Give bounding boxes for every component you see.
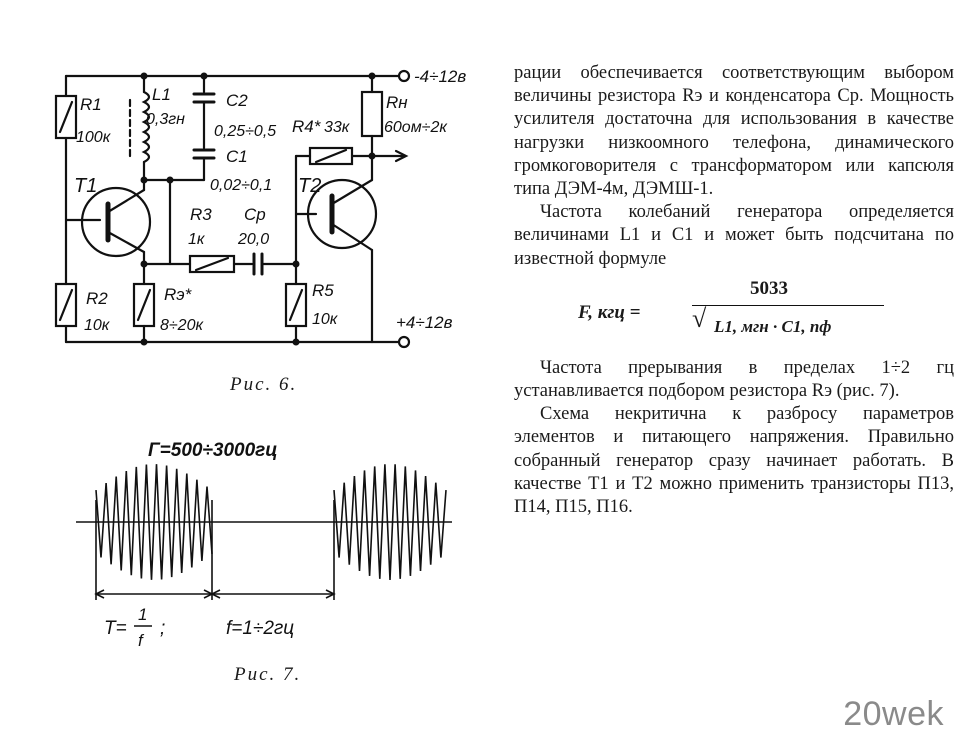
- label-c1-value: 0,02÷0,1: [210, 177, 272, 194]
- circuit-figures: -4÷12в +4÷12в R1 100к L1 0,3гн C2 0,25÷0…: [54, 67, 466, 650]
- caption-fig7: Рис. 7.: [234, 664, 302, 685]
- formula-numerator: 5033: [750, 277, 788, 299]
- paragraph-4: Схема некритична к разбросу параметров э…: [514, 404, 954, 518]
- label-r3: R3: [190, 205, 212, 224]
- label-r2-value: 10к: [84, 317, 111, 334]
- formula-lhs: F, кгц =: [578, 301, 641, 323]
- label-t2: T2: [298, 175, 321, 197]
- label-re-value: 8÷20к: [160, 317, 204, 334]
- label-t1: T1: [74, 175, 97, 197]
- label-c2: C2: [226, 91, 248, 110]
- frequency-formula: F, кгц = 5033 √ L1, мгн · C1, пф: [514, 277, 954, 349]
- label-r2: R2: [86, 289, 108, 308]
- paragraph-3: Частота прерывания в пределах 1÷2 гц уст…: [514, 357, 954, 402]
- label-r4: R4*: [292, 117, 322, 136]
- label-r1: R1: [80, 95, 102, 114]
- label-re: Rэ*: [164, 285, 193, 304]
- paragraph-1: рации обеспечивается соответствующим выб…: [514, 63, 954, 200]
- waveform: [76, 464, 452, 600]
- label-l1: L1: [152, 85, 171, 104]
- watermark-logo: 20wek: [843, 695, 944, 733]
- formula-fraction-bar: [692, 304, 884, 306]
- label-period-den: f: [138, 631, 145, 650]
- label-supply-neg: -4÷12в: [414, 67, 466, 86]
- caption-fig6: Рис. 6.: [230, 374, 298, 395]
- label-c1: C1: [226, 147, 248, 166]
- article-text: рации обеспечивается соответствующим выб…: [514, 62, 954, 519]
- label-r5: R5: [312, 281, 334, 300]
- label-l1-value: 0,3гн: [146, 111, 185, 128]
- label-cp-value: 20,0: [237, 231, 269, 248]
- label-supply-pos: +4÷12в: [396, 313, 453, 332]
- label-r3-value: 1к: [188, 231, 206, 248]
- label-period-num: 1: [138, 605, 147, 624]
- formula-denominator: L1, мгн · C1, пф: [714, 316, 832, 336]
- label-cp: Cр: [244, 205, 266, 224]
- label-r4-value: 33к: [324, 119, 351, 136]
- label-burst-frequency: Г=500÷3000гц: [148, 440, 278, 461]
- label-period: T=: [104, 618, 127, 639]
- label-c2-value: 0,25÷0,5: [214, 123, 276, 140]
- label-interrupt-rate: f=1÷2гц: [226, 618, 294, 639]
- sqrt-sign: √: [692, 303, 707, 333]
- label-period-suffix: ;: [160, 618, 165, 639]
- label-rn: Rн: [386, 93, 408, 112]
- paragraph-2: Частота колебаний генератора определяетс…: [514, 202, 954, 269]
- label-r1-value: 100к: [76, 129, 112, 146]
- label-r5-value: 10к: [312, 311, 339, 328]
- label-rn-value: 60ом÷2к: [384, 119, 448, 136]
